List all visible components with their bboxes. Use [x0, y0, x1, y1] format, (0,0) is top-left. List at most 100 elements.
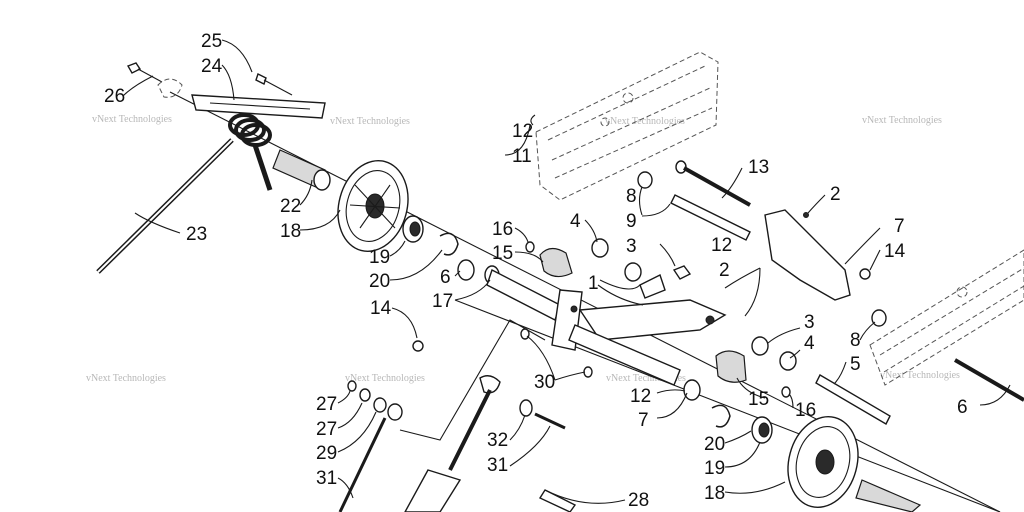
- watermark: vNext Technologies: [86, 373, 166, 384]
- leader: [724, 430, 752, 444]
- wheel-inner-lower: [795, 426, 851, 498]
- bushing-29b: [387, 403, 403, 421]
- callout-9: 9: [626, 211, 637, 232]
- watermarks: vNext Technologies vNext Technologies vN…: [86, 114, 960, 384]
- bushing-32: [519, 399, 533, 417]
- shaft-5: [815, 374, 891, 425]
- cap-15: [539, 247, 573, 278]
- callout-18b: 18: [704, 483, 725, 504]
- callout-20a: 20: [369, 271, 390, 292]
- callout-4a: 4: [570, 211, 581, 232]
- leader: [399, 319, 546, 441]
- leader: [554, 371, 586, 381]
- leader: [530, 114, 536, 126]
- callout-16b: 16: [795, 400, 816, 421]
- part-bolt-13: [675, 160, 751, 207]
- part-27-lower: [538, 489, 577, 512]
- callout-27b: 28: [628, 490, 649, 511]
- callout-3b: 3: [804, 312, 815, 333]
- callout-12c: 12: [630, 386, 651, 407]
- leader: [788, 393, 794, 409]
- arm-hole: [570, 305, 578, 313]
- watermark: vNext Technologies: [330, 116, 410, 127]
- leader: [724, 441, 761, 468]
- leader: [599, 279, 641, 290]
- leader: [544, 489, 626, 504]
- leader: [509, 425, 551, 467]
- part-cap-15-upper: [525, 241, 573, 278]
- leader: [597, 284, 644, 306]
- callout-15b: 15: [748, 389, 769, 410]
- callout-5: 5: [850, 354, 861, 375]
- bolt-25-shank: [137, 68, 163, 83]
- leader: [337, 402, 363, 429]
- washer-26: [347, 380, 357, 392]
- cap-15-lower: [715, 350, 747, 383]
- leader: [389, 249, 443, 281]
- leader: [724, 481, 786, 494]
- callout-12b: 12: [711, 235, 732, 256]
- watermark: vNext Technologies: [605, 116, 685, 127]
- watermark: vNext Technologies: [345, 373, 425, 384]
- leader: [526, 335, 556, 381]
- callout-12a: 12: [512, 121, 533, 142]
- leader: [659, 243, 676, 267]
- rail-frames: [535, 51, 1024, 386]
- watermark: vNext Technologies: [862, 115, 942, 126]
- leader: [122, 75, 154, 97]
- leader-lines: [122, 39, 1011, 504]
- part-bracket-23: [126, 62, 326, 119]
- callout-3a: 3: [626, 236, 637, 257]
- rod-28: [338, 417, 387, 512]
- leader: [221, 64, 235, 101]
- rail-hole: [622, 92, 634, 104]
- upper-rail-detail: [547, 65, 713, 179]
- leader: [389, 240, 406, 257]
- wheel-hub-lower: [815, 449, 835, 475]
- screw-2: [803, 212, 809, 218]
- lower-rail-detail: [879, 267, 1024, 373]
- bushing-3: [624, 262, 642, 282]
- callout-8b: 8: [850, 330, 861, 351]
- spring-coil: [234, 118, 266, 142]
- shaft-9: [670, 194, 751, 241]
- bushing-4-lower: [779, 351, 797, 371]
- callout-7: 7: [894, 216, 905, 237]
- leader: [859, 321, 876, 341]
- part-arm-assembly-1: [486, 269, 727, 386]
- leader: [767, 327, 801, 344]
- callout-25: 26: [104, 86, 125, 107]
- callout-14a: 14: [884, 241, 906, 262]
- nut-12: [672, 265, 692, 280]
- bushing-29: [373, 397, 387, 413]
- leader: [736, 377, 766, 399]
- callout-2a: 2: [719, 260, 730, 281]
- leader: [721, 167, 743, 199]
- bushing-3-lower: [751, 336, 769, 356]
- bolt-24-shank: [263, 79, 293, 96]
- callout-21: 22: [280, 196, 301, 217]
- snap-ring-20-lower: [711, 404, 731, 428]
- leader: [656, 392, 688, 419]
- watermark: vNext Technologies: [606, 373, 686, 384]
- callout-15a: 15: [492, 243, 513, 264]
- leader: [454, 270, 461, 277]
- bushing: [457, 259, 475, 281]
- rail-hole: [600, 117, 610, 127]
- part-bushings-3-4-upper: [591, 238, 692, 282]
- shock-rod: [448, 389, 492, 471]
- cross-arm: [578, 299, 727, 341]
- leader: [514, 251, 544, 263]
- part-shock-assembly: [338, 328, 593, 512]
- bushing-8-lower: [871, 309, 887, 327]
- bracket-7: [764, 209, 851, 301]
- bolt-24: [255, 73, 267, 85]
- shaft-10: [953, 358, 1024, 402]
- part-spacer-21: [272, 149, 331, 191]
- leader: [744, 267, 761, 317]
- leader: [724, 267, 761, 289]
- lower-rail-frame: [869, 249, 1024, 386]
- spacer-lower: [855, 479, 922, 512]
